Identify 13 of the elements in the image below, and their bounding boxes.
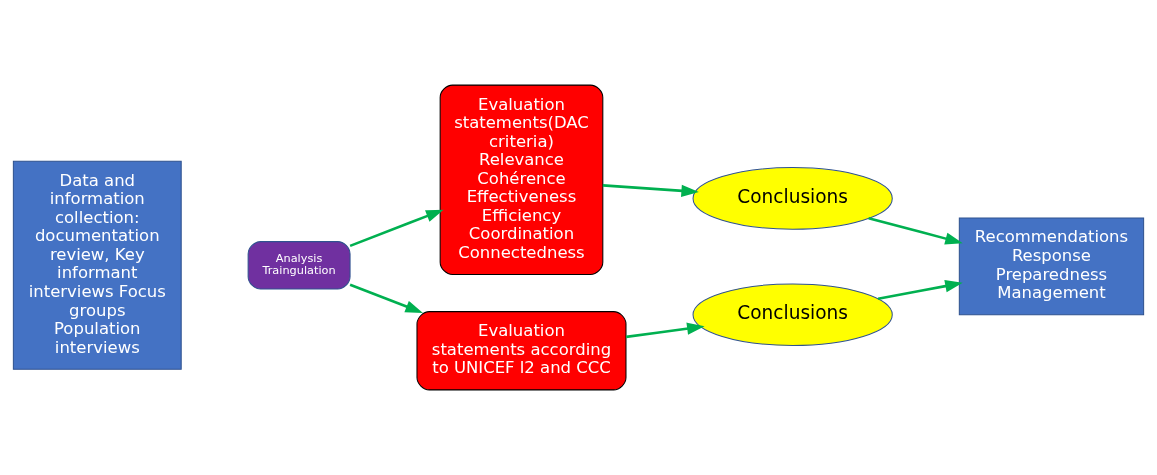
node-box: Analysis Traingulation — [247, 241, 351, 290]
arrow — [349, 283, 423, 313]
node-ellipse: Conclusions — [692, 167, 893, 230]
node-box: Data and information collection: documentation review, Key informant interviews Focus groups Population interviews — [12, 160, 182, 370]
arrow — [626, 322, 705, 339]
arrow — [877, 280, 963, 301]
node-ellipse: Conclusions — [692, 283, 893, 347]
node-box: Evaluation statements according to UNICEF l2 and CCC — [416, 311, 627, 391]
arrow — [602, 184, 699, 197]
arrow — [868, 216, 963, 245]
node-box: Evaluation statements(DAC criteria) Relevance Cohérence Effectiveness Efficiency Coordination Connectedness — [439, 84, 604, 276]
node-box: Recommendations Response Preparedness Management — [958, 217, 1145, 316]
arrow — [349, 209, 444, 248]
